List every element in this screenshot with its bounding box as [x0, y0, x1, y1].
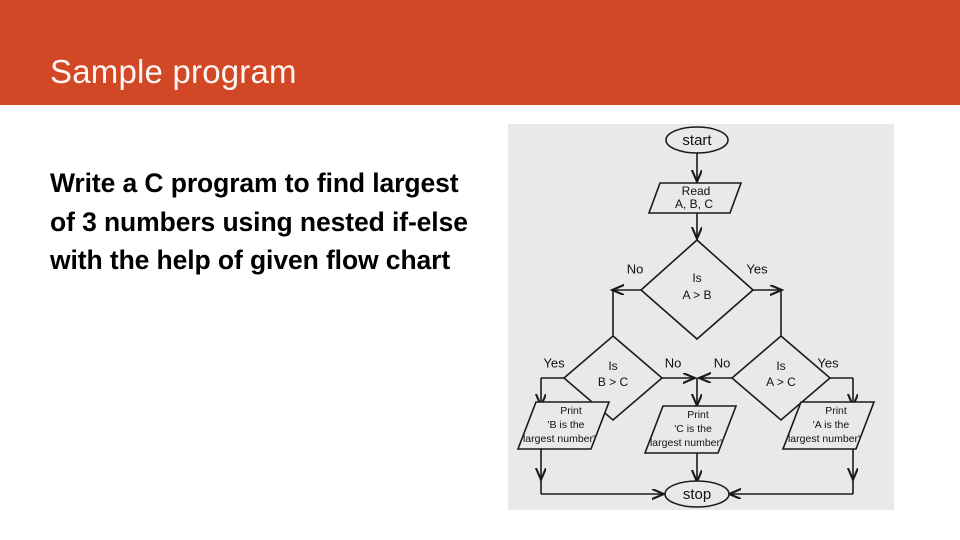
node-read-line2: A, B, C [675, 197, 713, 211]
node-decision-bc: Is B > C [562, 334, 664, 422]
node-decision-bc-line1: Is [608, 359, 617, 373]
node-decision-ab: Is A > B [639, 238, 755, 341]
flowchart-image: start Read A, B, C Is A > B No [508, 124, 894, 510]
flowchart-diagram: start Read A, B, C Is A > B No [516, 126, 876, 508]
node-read: Read A, B, C [647, 182, 743, 214]
node-print-b-line1: Print [560, 405, 582, 417]
edge-label-ab-no: No [627, 261, 644, 276]
edge-label-ab-yes: Yes [746, 261, 768, 276]
node-decision-bc-line2: B > C [598, 375, 629, 389]
edge-label-bc-yes: Yes [543, 355, 565, 370]
node-read-line1: Read [682, 184, 711, 198]
node-start-label: start [682, 132, 712, 149]
node-print-b: Print 'B is the largest number' [516, 401, 611, 450]
page-title: Sample program [50, 53, 297, 90]
edge-label-ac-yes: Yes [817, 355, 839, 370]
node-decision-ab-line1: Is [692, 271, 701, 285]
edge-label-ac-no: No [714, 355, 731, 370]
node-decision-ac: Is A > C [730, 334, 832, 422]
node-print-b-line3: largest number' [523, 433, 595, 445]
node-print-b-line2: 'B is the [547, 419, 584, 431]
node-print-a-line1: Print [825, 405, 847, 417]
node-print-c-line2: 'C is the [674, 423, 712, 435]
node-print-a: Print 'A is the largest number' [781, 401, 876, 450]
node-print-c-line3: largest number' [650, 437, 722, 449]
title-banner: Sample program [0, 0, 960, 105]
edge-label-bc-no: No [665, 355, 682, 370]
node-decision-ac-line1: Is [776, 359, 785, 373]
body-paragraph: Write a C program to find largest of 3 n… [50, 168, 468, 275]
node-decision-ab-line2: A > B [682, 288, 711, 302]
node-decision-ac-line2: A > C [766, 375, 796, 389]
node-stop: stop [664, 480, 730, 508]
node-print-a-line3: largest number' [788, 433, 860, 445]
node-print-c: Print 'C is the largest number' [643, 405, 738, 454]
node-stop-label: stop [683, 486, 711, 503]
node-print-a-line2: 'A is the [813, 419, 850, 431]
node-print-c-line1: Print [687, 409, 709, 421]
node-start: start [665, 126, 729, 154]
